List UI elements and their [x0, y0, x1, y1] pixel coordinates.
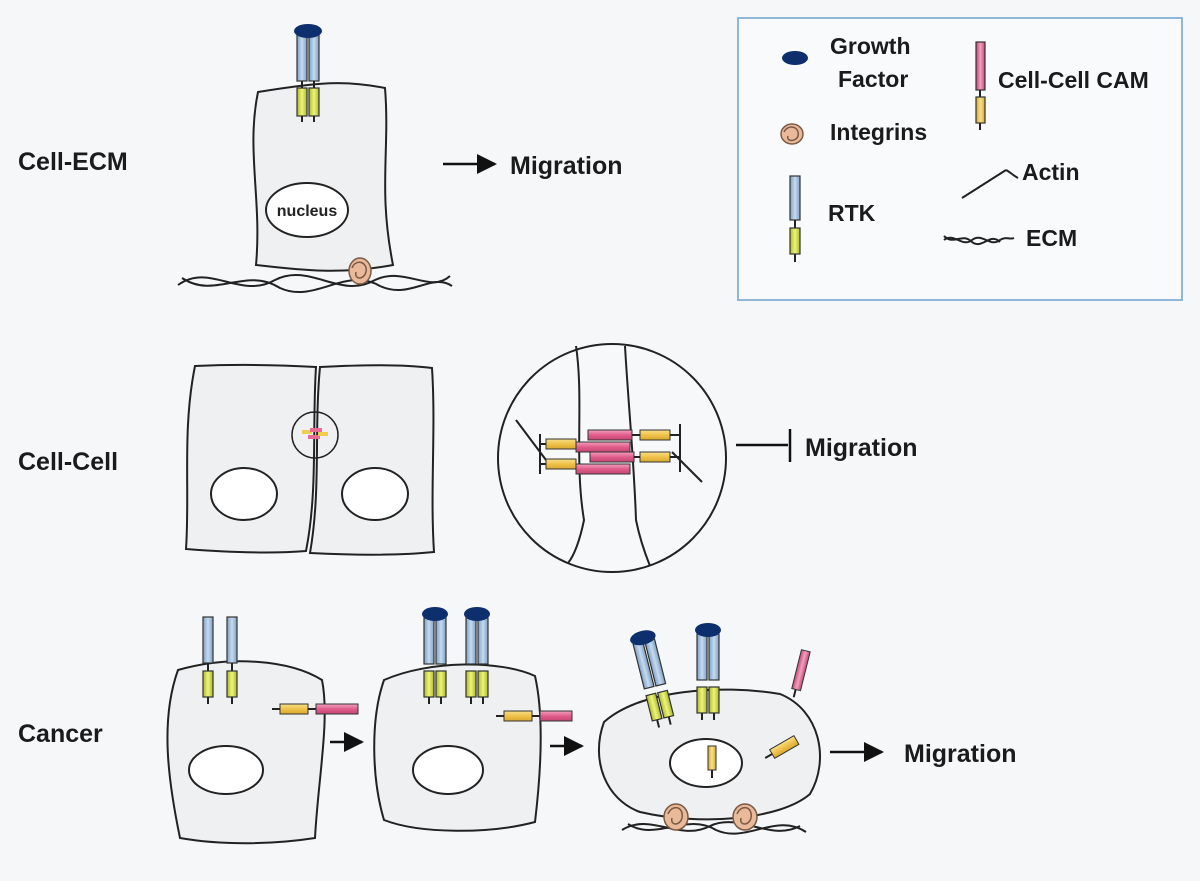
nucleus [265, 182, 349, 238]
legend-cam-icon [975, 41, 986, 130]
growth-factor-icon [630, 630, 656, 646]
legend-cam-label: Cell-Cell CAM [998, 67, 1149, 93]
membrane-left [567, 345, 586, 564]
cell-cell-left [184, 363, 318, 554]
nucleus-right [341, 467, 409, 521]
nucleus-cancer-1 [188, 745, 264, 795]
growth-factor-icon [464, 607, 490, 621]
legend-growth-factor-icon [782, 51, 808, 65]
legend-box [737, 17, 1183, 301]
cell-ecm-cell [252, 82, 395, 272]
inhibition-symbol [736, 429, 792, 462]
rtk-pair-cell-2 [422, 607, 490, 704]
membrane-right [624, 345, 651, 567]
rtk-pair-cell-3 [630, 623, 721, 728]
rtk-dimer-ecm [294, 24, 322, 122]
legend-rtk-label: RTK [828, 200, 876, 226]
ecm-fibers [177, 274, 453, 294]
migration-label-cell: Migration [805, 434, 918, 462]
cell-cell-right [308, 364, 436, 556]
ecm-fibers-cancer [621, 821, 807, 835]
legend-ecm-icon [943, 235, 1015, 245]
legend-integrin-icon [780, 123, 804, 145]
legend-growth-factor-line2: Factor [838, 66, 908, 92]
cam-complex [515, 419, 703, 483]
growth-factor-icon [422, 607, 448, 621]
cam-cell-1 [272, 703, 359, 715]
cam-cell-2 [496, 710, 573, 722]
growth-factor-icon [695, 623, 721, 637]
legend-actin-label: Actin [1022, 159, 1080, 185]
migration-label-cancer: Migration [904, 740, 1017, 768]
row-label-cancer: Cancer [18, 720, 103, 748]
legend-ecm-label: ECM [1026, 225, 1077, 251]
legend-rtk-icon [789, 175, 801, 262]
nucleus-cancer-3 [669, 738, 743, 788]
rtk-pair-cell-1 [202, 616, 238, 704]
junction-mini [302, 428, 328, 439]
row-label-cell-cell: Cell-Cell [18, 448, 118, 476]
junction-zoom-circle [291, 411, 339, 459]
nucleus-left [210, 467, 278, 521]
growth-factor-icon [294, 24, 322, 38]
migration-label-ecm: Migration [510, 152, 623, 180]
legend-integrins-label: Integrins [830, 119, 927, 145]
row-label-cell-ecm: Cell-ECM [18, 148, 128, 176]
integrins-cell-3 [663, 803, 758, 831]
cam-fragments-cell-3 [707, 649, 811, 778]
nucleus-label: nucleus [277, 203, 338, 220]
legend-growth-factor-line1: Growth [830, 33, 911, 59]
legend-actin-icon [961, 169, 1019, 199]
nucleus-cancer-2 [412, 745, 484, 795]
legend: Growth Factor Integrins RTK Cell-Cell CA… [737, 17, 1183, 301]
integrin-icon [348, 257, 372, 285]
